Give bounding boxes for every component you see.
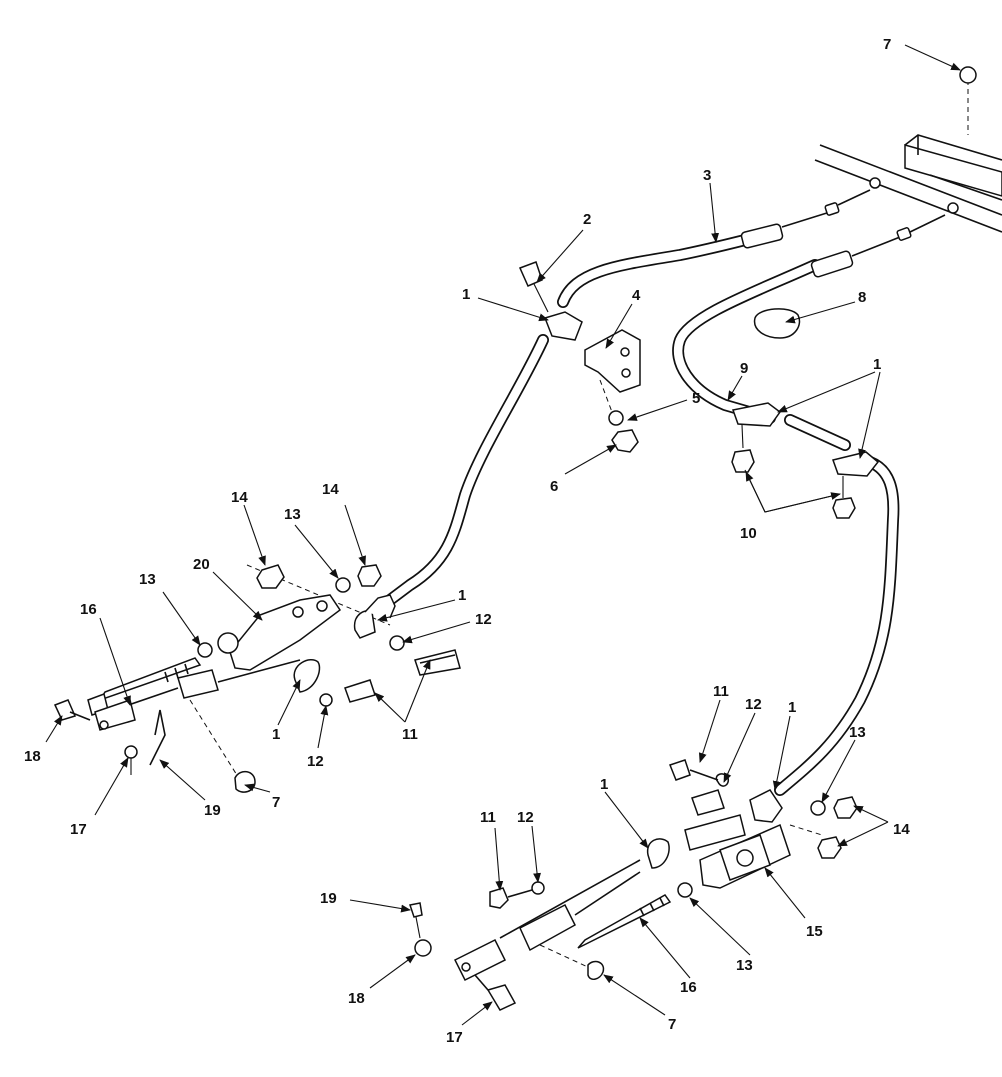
cable-clip xyxy=(753,308,801,339)
callout-19-right: 19 xyxy=(320,890,337,907)
callout-1-right: 1 xyxy=(873,356,881,373)
callout-11-left: 11 xyxy=(402,726,418,743)
callout-12-left-a: 12 xyxy=(475,611,492,628)
callout-7-top: 7 xyxy=(883,36,891,53)
callout-13-left-b: 13 xyxy=(139,571,156,588)
right-clamp-assembly xyxy=(731,402,880,519)
callout-15: 15 xyxy=(806,923,823,940)
callout-1-lower: 1 xyxy=(600,776,608,793)
callout-20: 20 xyxy=(193,556,210,573)
callout-labels: 7 3 2 1 4 8 9 1 5 6 10 14 14 13 20 13 16… xyxy=(24,36,910,1046)
callout-14-left-b: 14 xyxy=(322,481,339,498)
callout-1-right-lower: 1 xyxy=(788,699,796,716)
callout-11-right-b: 11 xyxy=(480,809,496,826)
lower-right-lever-assembly xyxy=(409,759,858,1011)
callout-14-right: 14 xyxy=(893,821,910,838)
callout-12-right-b: 12 xyxy=(517,809,534,826)
control-cable-right xyxy=(672,202,959,796)
control-cable-upper xyxy=(557,177,881,308)
callout-18-left: 18 xyxy=(24,748,41,765)
callout-3: 3 xyxy=(703,167,711,184)
callout-10: 10 xyxy=(740,525,757,542)
callout-9: 9 xyxy=(740,360,748,377)
callout-17-right: 17 xyxy=(446,1029,463,1046)
callout-17-left: 17 xyxy=(70,821,87,838)
callout-4: 4 xyxy=(632,287,641,304)
frame-rail xyxy=(814,80,1002,233)
callout-19-left: 19 xyxy=(204,802,221,819)
top-right-plug xyxy=(959,66,977,84)
callout-1-upper: 1 xyxy=(462,286,470,303)
callout-18-right: 18 xyxy=(348,990,365,1007)
callout-13-right-b: 13 xyxy=(736,957,753,974)
callout-16-left: 16 xyxy=(80,601,97,618)
callout-13-left-a: 13 xyxy=(284,506,301,523)
callout-8: 8 xyxy=(858,289,866,306)
callout-12-left-b: 12 xyxy=(307,753,324,770)
callout-2: 2 xyxy=(583,211,591,228)
callout-5: 5 xyxy=(692,390,700,407)
leader-lines xyxy=(45,44,961,1026)
callout-7-right: 7 xyxy=(668,1016,676,1033)
callout-6: 6 xyxy=(550,478,558,495)
left-lever-assembly xyxy=(53,564,461,793)
callout-13-right-a: 13 xyxy=(849,724,866,741)
callout-7-left: 7 xyxy=(272,794,280,811)
callout-1-left-b: 1 xyxy=(272,726,280,743)
callout-11-right-a: 11 xyxy=(713,683,729,700)
callout-14-left-a: 14 xyxy=(231,489,248,506)
callout-12-right-a: 12 xyxy=(745,696,762,713)
control-cable-left xyxy=(384,334,549,606)
callout-16-right: 16 xyxy=(680,979,697,996)
callout-1-left-a: 1 xyxy=(458,587,466,604)
